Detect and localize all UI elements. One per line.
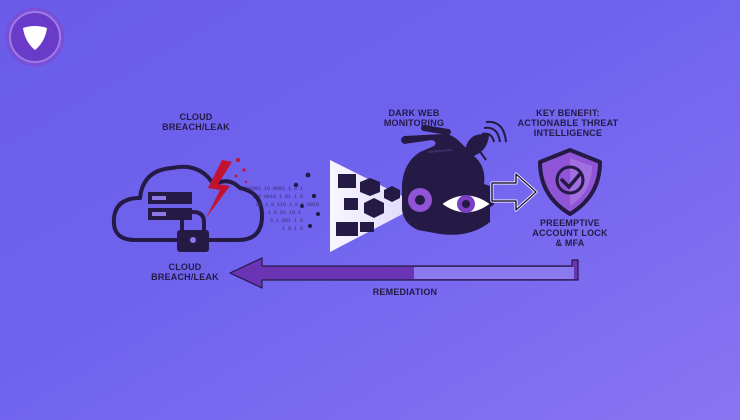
svg-text:1 0 0010 1 01 1 0: 1 0 0010 1 01 1 0 xyxy=(252,194,303,200)
arrow-right-icon xyxy=(490,172,538,212)
cloud-breach-top-label: CLOUD BREACH/LEAK xyxy=(162,112,230,132)
svg-text:1 1 0 01 10 1: 1 1 0 01 10 1 xyxy=(262,210,301,216)
cloud-icon xyxy=(111,164,264,242)
projector-beam xyxy=(330,160,420,252)
preemptive-account-lock-label: PREEMPTIVE ACCOUNT LOCK & MFA xyxy=(532,218,608,248)
lightning-crack-icon xyxy=(206,158,248,218)
dark-web-monitoring-label: DARK WEB MONITORING xyxy=(383,108,445,128)
remediation-arrow xyxy=(229,257,579,289)
satellite-dish-icon xyxy=(464,120,507,161)
svg-text:0 1 001 1 0: 0 1 001 1 0 xyxy=(270,218,303,224)
svg-text:00 1 0 110 1 0 1 0010: 00 1 0 110 1 0 1 0010 xyxy=(256,202,319,208)
svg-text:1 0 1 0: 1 0 1 0 xyxy=(282,226,303,232)
logo-icon[interactable] xyxy=(6,8,64,66)
eye-icon xyxy=(437,192,495,216)
remediation-label: REMEDIATION xyxy=(372,287,438,297)
padlock-icon xyxy=(177,209,209,252)
cloud-breach-bottom-label: CLOUD BREACH/LEAK xyxy=(151,262,219,282)
data-stream: 00001 10 0001 1 0 1 1 0 0010 1 01 1 0 00… xyxy=(246,172,320,232)
shield-check-icon xyxy=(538,148,602,216)
svg-text:00001 10 0001 1 0 1: 00001 10 0001 1 0 1 xyxy=(246,186,303,192)
key-benefit-label: KEY BENEFIT: ACTIONABLE THREAT INTELLIGE… xyxy=(517,108,619,138)
